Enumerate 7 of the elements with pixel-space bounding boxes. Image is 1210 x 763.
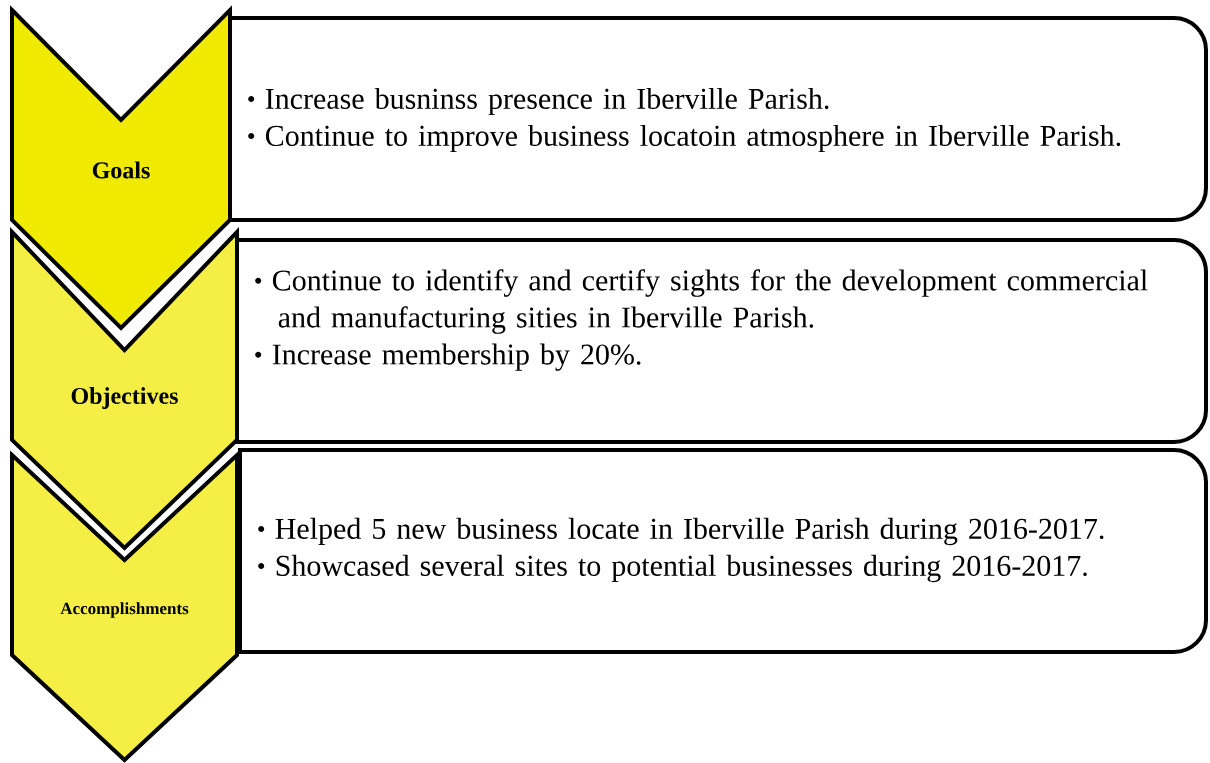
node-label: Accomplishments: [60, 602, 189, 618]
step-banner: Goals: [10, 5, 232, 331]
step-banner: Objectives: [10, 227, 239, 551]
text-box: Continue to identify and certify sights for the development commercial and manufacturing sities in Iberville Parish. Increase membership by 20%.: [235, 238, 1208, 444]
text-box: Increase busninss presence in Iberville Parish. Continue to improve business locatoin atmosphere in Iberville Parish.: [228, 16, 1208, 222]
step-banner: Accomplishments: [10, 450, 239, 763]
text-box: Helped 5 new business locate in Iberville Parish during 2016-2017. Showcased several sites to potential businesses during 2016-2017.: [238, 448, 1208, 654]
